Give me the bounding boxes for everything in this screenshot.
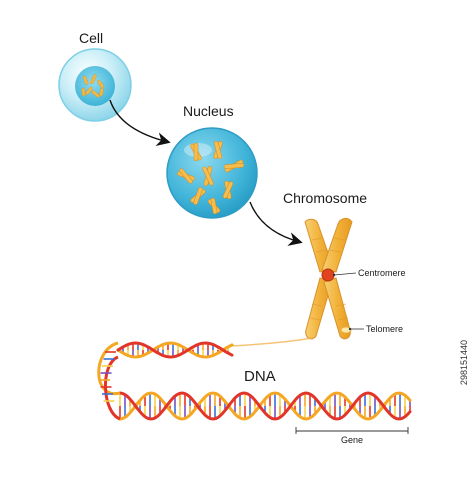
centromere-marker xyxy=(321,268,335,282)
dna-curve xyxy=(104,355,121,421)
cell-chromosomes xyxy=(81,74,105,98)
dna-backbone xyxy=(116,341,234,359)
dna-backbone xyxy=(116,341,234,359)
chromosome-illustration xyxy=(304,217,353,340)
dna-thread xyxy=(229,337,313,347)
telomere-label: Telomere xyxy=(366,324,404,334)
arrow-nucleus-to-chromosome xyxy=(249,201,303,246)
gene-bracket xyxy=(295,427,409,434)
stock-id-label: 298151440 xyxy=(459,340,469,386)
nucleus-chromosomes xyxy=(177,140,245,215)
centromere-label: Centromere xyxy=(358,268,406,278)
telomere-marker xyxy=(340,326,352,334)
centromere-pointer xyxy=(333,272,357,276)
arrow-cell-to-nucleus xyxy=(109,99,171,147)
dna-backbone xyxy=(118,391,412,421)
chromosome-label: Chromosome xyxy=(283,190,368,206)
nucleus-label: Nucleus xyxy=(183,103,234,119)
dna-helix xyxy=(97,341,412,421)
dna-label: DNA xyxy=(244,368,276,385)
dna-backbone xyxy=(118,391,412,421)
gene-label: Gene xyxy=(341,435,364,445)
cell-label: Cell xyxy=(79,30,104,46)
cell-illustration xyxy=(58,48,132,122)
nucleus-illustration xyxy=(166,127,258,219)
